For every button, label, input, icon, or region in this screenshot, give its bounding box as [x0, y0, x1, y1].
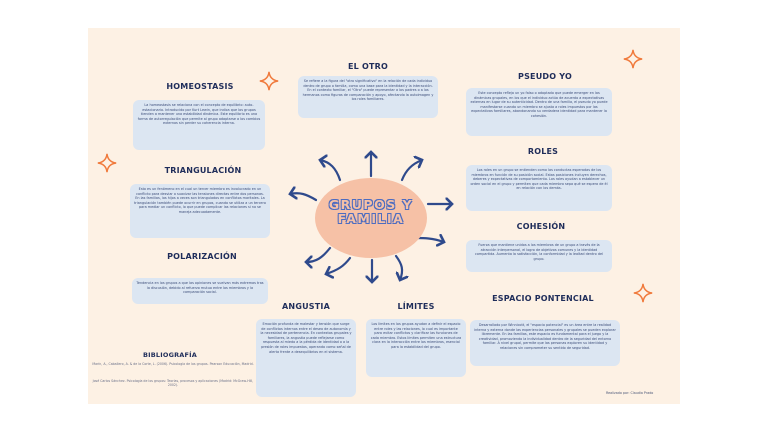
pseudo-yo-title: PSEUDO YO [510, 72, 580, 81]
star-icon [622, 48, 644, 70]
angustia-text: Emoción profunda de malestar y tensión q… [256, 319, 356, 397]
arrow-down-right2 [396, 256, 402, 280]
polarizacion-text: Tendencia en los grupos a que las opinio… [132, 278, 268, 304]
el-otro-text: Se refiere a la figura del "otro signifi… [298, 76, 438, 118]
homeostasis-text: La homeostasis se relaciona con el conce… [133, 100, 265, 150]
arrow-up-right [402, 160, 422, 180]
pseudo-yo-text: Este concepto refleja un yo falso o adop… [466, 88, 612, 136]
polarizacion-title: POLARIZACIÓN [157, 252, 247, 261]
center-title: GRUPOS Y FAMILIA [315, 198, 427, 226]
roles-text: Los roles en un grupo se entienden como … [466, 165, 612, 211]
star-icon [96, 152, 118, 174]
roles-title: ROLES [518, 147, 568, 156]
espacio-potencial-title: ESPACIO PONTENCIAL [486, 294, 600, 303]
triangulacion-text: Esto es un fenómeno en el cual un tercer… [130, 184, 270, 238]
bibliography-ref1: Marín, A., Caballero, A. & de la Corte, … [88, 362, 258, 366]
arrow-left [290, 193, 316, 200]
el-otro-title: EL OTRO [338, 62, 398, 71]
cohesion-title: COHESIÓN [506, 222, 576, 231]
star-icon [632, 282, 654, 304]
homeostasis-title: HOMEOSTASIS [155, 82, 245, 91]
bibliography-title: BIBLIOGRAFÍA [140, 351, 200, 359]
angustia-title: ANGUSTIA [276, 302, 336, 311]
limites-text: Los límites en los grupos ayudan a defin… [366, 319, 466, 377]
star-icon [258, 70, 280, 92]
author-credit: Realizado por: Claudia Prado [606, 391, 653, 395]
cohesion-text: Fuerza que mantiene unidos a los miembro… [466, 240, 612, 272]
center-title-line1: GRUPOS Y [315, 198, 427, 212]
espacio-potencial-text: Desarrollado por Winnicott, el "espacio … [470, 320, 620, 366]
arrow-down-right [416, 238, 444, 242]
limites-title: LÍMITES [386, 302, 446, 311]
triangulacion-title: TRIANGULACIÓN [155, 166, 251, 175]
arrow-down-left [306, 248, 330, 262]
arrow-down-left2 [326, 258, 350, 274]
bibliography-ref2: José Carlos Sánchez. Psicología de los g… [88, 379, 258, 388]
arrow-up-left [320, 160, 340, 180]
center-title-line2: FAMILIA [315, 212, 427, 226]
